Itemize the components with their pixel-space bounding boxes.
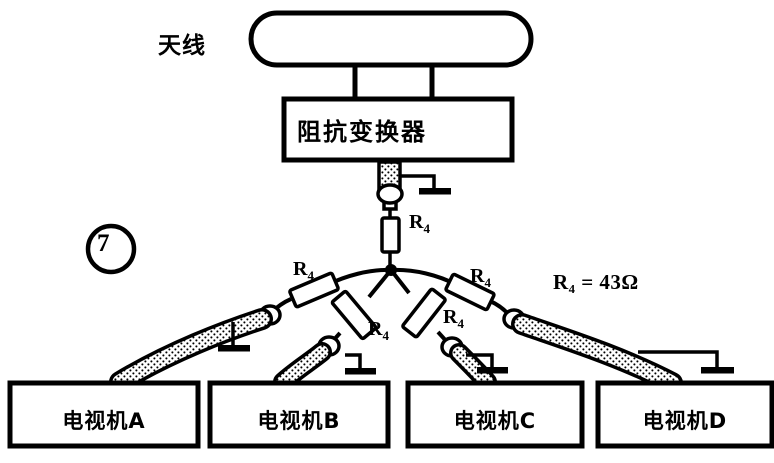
branch-right-outer bbox=[390, 267, 734, 394]
resistor-icon-main bbox=[380, 209, 401, 268]
branch-inner-right bbox=[389, 268, 508, 392]
resistor-label-branch-left: R4 bbox=[293, 258, 314, 283]
antenna-label: 天线 bbox=[158, 33, 206, 59]
figure-number-label: 7 bbox=[97, 230, 110, 257]
resistor-label-main: R4 bbox=[409, 211, 430, 236]
folded-dipole-antenna-icon bbox=[248, 10, 534, 101]
branch-inner-left bbox=[273, 268, 393, 392]
tv-set-d-label: 电视机D bbox=[642, 409, 728, 433]
resistor-label-branch-inner-left: R4 bbox=[368, 318, 389, 343]
tv-set-c-label: 电视机C bbox=[453, 409, 537, 433]
tv-set-boxes bbox=[7, 380, 774, 449]
resistor-label-branch-right: R4 bbox=[470, 265, 491, 290]
branch-left-outer bbox=[109, 267, 392, 393]
tv-set-a-label: 电视机A bbox=[62, 409, 146, 433]
figure-number-circle bbox=[85, 223, 137, 275]
ground-icon-transformer bbox=[419, 188, 451, 195]
transformer-coax-output bbox=[376, 160, 436, 211]
resistor-label-branch-inner-right: R4 bbox=[443, 306, 464, 331]
resistor-value-annotation: R₄ = 43Ω bbox=[553, 270, 639, 294]
impedance-transformer-label: 阻抗变换器 bbox=[297, 118, 427, 146]
tv-set-b-label: 电视机B bbox=[257, 409, 341, 433]
impedance-transformer-box bbox=[281, 96, 515, 163]
